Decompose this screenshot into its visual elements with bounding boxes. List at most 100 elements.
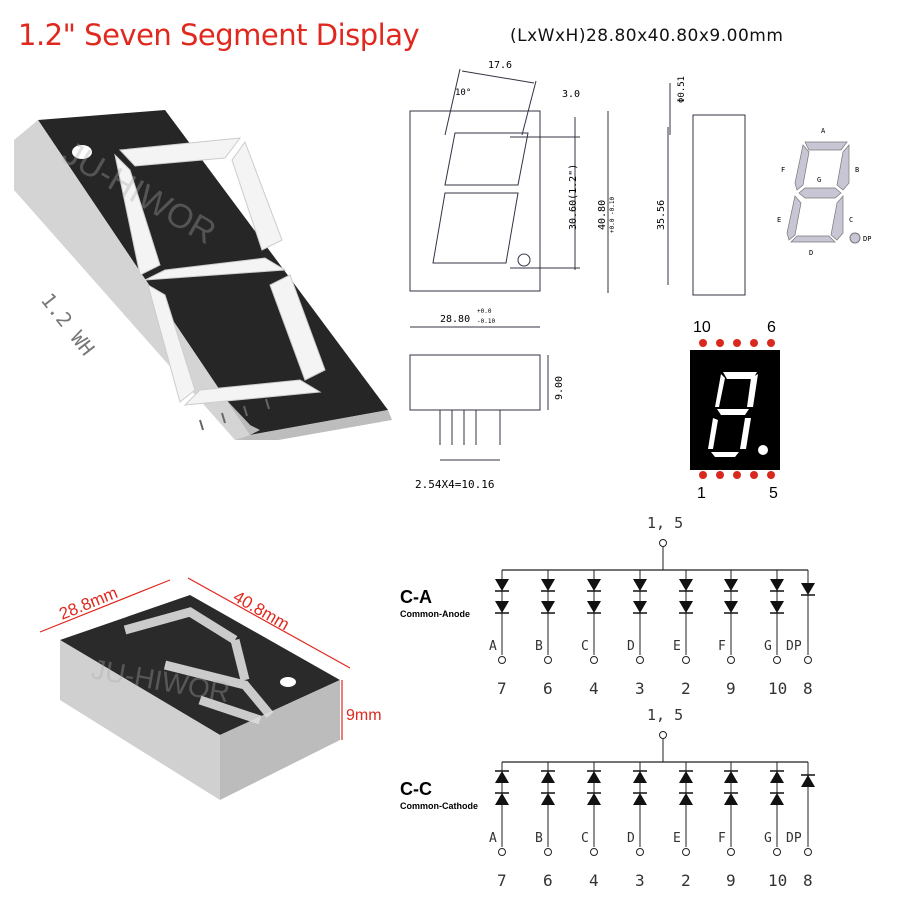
seg-label-c: C — [849, 216, 853, 224]
led-diode — [541, 579, 555, 591]
seg-label-dp: DP — [863, 235, 871, 243]
segment-label: C — [581, 831, 589, 846]
led-diode — [801, 775, 815, 787]
common-terminal — [659, 539, 667, 547]
led-diode — [495, 793, 509, 805]
product-photo-top: 1.2 WH JU-HIWOR — [14, 110, 392, 440]
pin-terminal — [682, 656, 690, 664]
segment-label: G — [764, 639, 772, 654]
pin-label-1: 1 — [697, 485, 706, 502]
angle-label: 10° — [455, 88, 471, 98]
common-pin-label: 1, 5 — [647, 514, 683, 532]
pin-terminal — [498, 656, 506, 664]
pin-terminal — [773, 656, 781, 664]
pin-label-6: 6 — [767, 319, 776, 336]
led-diode — [495, 771, 509, 783]
pin-number: 10 — [768, 679, 787, 698]
led-diode — [770, 579, 784, 591]
circuit-code: C-C — [400, 779, 432, 799]
width-tol-minus: -0.10 — [477, 318, 495, 325]
width-top-label: 17.6 — [488, 60, 512, 71]
pin-pitch-label: 2.54X4=10.16 — [415, 478, 494, 491]
led-diode — [541, 601, 555, 613]
pin-span-label: 35.56 — [656, 200, 667, 230]
dimensions-text: (LxWxH)28.80x40.80x9.00mm — [510, 26, 784, 46]
seg-label-d: D — [809, 249, 813, 257]
pin-diameter-label: Φ0.51 — [677, 76, 687, 103]
segment-label: B — [535, 831, 543, 846]
led-diode — [770, 793, 784, 805]
height-label: 40.80 — [597, 200, 608, 230]
pin-terminal — [727, 848, 735, 856]
segment-label: E — [673, 639, 681, 654]
pin-terminal — [544, 848, 552, 856]
led-diode — [587, 579, 601, 591]
common-pin-label: 1, 5 — [647, 706, 683, 724]
pin-dot — [750, 339, 758, 347]
digit-height-label: 30.60(1.2") — [568, 164, 579, 230]
pin-terminal — [636, 656, 644, 664]
seg-label-e: E — [777, 216, 781, 224]
pin-number: 8 — [803, 679, 813, 698]
pin-terminal — [727, 656, 735, 664]
page-title: 1.2" Seven Segment Display — [18, 18, 420, 52]
led-diode — [541, 771, 555, 783]
led-diode — [679, 771, 693, 783]
pin-number: 8 — [803, 871, 813, 890]
pin-terminal — [498, 848, 506, 856]
led-diode — [587, 771, 601, 783]
pin-dot — [699, 339, 707, 347]
thickness-label: 9.00 — [554, 376, 565, 400]
segment-label: F — [718, 639, 726, 654]
pin-label-10: 10 — [693, 319, 711, 336]
segment-label: A — [489, 831, 497, 846]
led-diode — [495, 579, 509, 591]
segment-label: DP — [786, 639, 802, 654]
led-diode — [724, 601, 738, 613]
pin-number: 9 — [726, 679, 736, 698]
led-diode — [679, 601, 693, 613]
led-diode — [633, 579, 647, 591]
segment-label: G — [764, 831, 772, 846]
width-label: 28.80 — [440, 314, 470, 325]
pin-number: 4 — [589, 871, 599, 890]
pin-number: 2 — [681, 679, 691, 698]
pin-number: 3 — [635, 871, 645, 890]
pin-number: 7 — [497, 871, 507, 890]
circuit-code: C-A — [400, 587, 432, 607]
width-tol-plus: +0.0 — [477, 308, 492, 315]
pin-dot — [750, 471, 758, 479]
common-terminal — [659, 731, 667, 739]
led-diode — [801, 583, 815, 595]
segment-label: D — [627, 831, 635, 846]
segment-label: C — [581, 639, 589, 654]
led-diode — [587, 793, 601, 805]
pin-number: 6 — [543, 679, 553, 698]
pin-number: 10 — [768, 871, 787, 890]
pin-dot — [716, 471, 724, 479]
circuit-name: Common-Anode — [400, 609, 470, 619]
pin-terminal — [590, 848, 598, 856]
segment-diagram: A B C D E F G DP — [777, 127, 871, 257]
segment-label: D — [627, 639, 635, 654]
segment-label: F — [718, 831, 726, 846]
led-diode — [633, 601, 647, 613]
seg-label-f: F — [781, 166, 785, 174]
pin-dot — [767, 471, 775, 479]
pin-terminal — [773, 848, 781, 856]
segment-label: DP — [786, 831, 802, 846]
mechanical-drawing: 10° 17.6 3.0 30.60(1.2") 40.80 +0.0 -0.1… — [409, 60, 746, 491]
led-diode — [724, 771, 738, 783]
pin-dots — [699, 339, 775, 479]
led-diode — [633, 771, 647, 783]
pin-number: 9 — [726, 871, 736, 890]
pin-label-5: 5 — [769, 485, 778, 502]
pin-dot — [733, 339, 741, 347]
pin-dot — [716, 339, 724, 347]
pin-dot — [733, 471, 741, 479]
seg-label-a: A — [821, 127, 826, 135]
pin-number: 2 — [681, 871, 691, 890]
led-diode — [724, 579, 738, 591]
